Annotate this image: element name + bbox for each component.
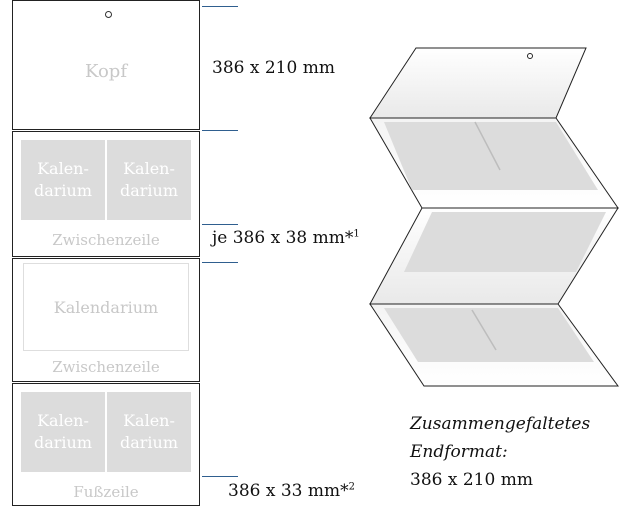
caption-line-1: Zusammengefaltetes [410, 414, 591, 434]
calendar-cell-right: Kalen- darium [107, 140, 191, 220]
final-format-caption: Zusammengefaltetes Endformat: 386 x 210 … [410, 410, 590, 494]
footer-label: Fußzeile [73, 483, 139, 501]
caption-line-2: Endformat: [410, 442, 508, 462]
fold-section-3-content [384, 308, 594, 362]
head-panel: Kopf [12, 0, 200, 130]
calendar-cell-left: Kalen- darium [21, 392, 105, 472]
calendar-panel-3: Kalen- darium Kalen- darium Fußzeile [12, 383, 200, 506]
folded-calendar-illustration [369, 47, 619, 387]
dimension-tick [202, 476, 238, 477]
fold-section-1-content [384, 122, 598, 190]
dimension-tick [202, 6, 238, 7]
calendar-panel-2: Kalendarium Zwischenzeile [12, 258, 200, 382]
interline-label: Zwischenzeile [52, 231, 160, 249]
fold-hanging-hole-icon [527, 53, 533, 59]
dimension-tick [202, 262, 238, 263]
caption-line-3: 386 x 210 mm [410, 470, 533, 490]
fold-section-3-divider [471, 309, 497, 351]
fold-section-1-divider [474, 121, 501, 171]
section-dimension: je 386 x 38 mm*1 [212, 228, 360, 248]
fold-head [369, 47, 587, 119]
interline-label: Zwischenzeile [52, 358, 160, 376]
dimension-tick [202, 130, 238, 131]
head-dimension: 386 x 210 mm [212, 58, 335, 78]
calendar-cell-single: Kalendarium [23, 263, 189, 351]
calendar-cell-left: Kalen- darium [21, 140, 105, 220]
fold-section-2-content [404, 212, 606, 272]
head-label: Kopf [85, 60, 127, 82]
calendar-cell-right: Kalen- darium [107, 392, 191, 472]
footer-dimension: 386 x 33 mm*2 [228, 481, 355, 501]
dimension-tick [202, 224, 238, 225]
hanging-hole-icon [105, 11, 112, 18]
calendar-panel-1: Kalen- darium Kalen- darium Zwischenzeil… [12, 131, 200, 257]
